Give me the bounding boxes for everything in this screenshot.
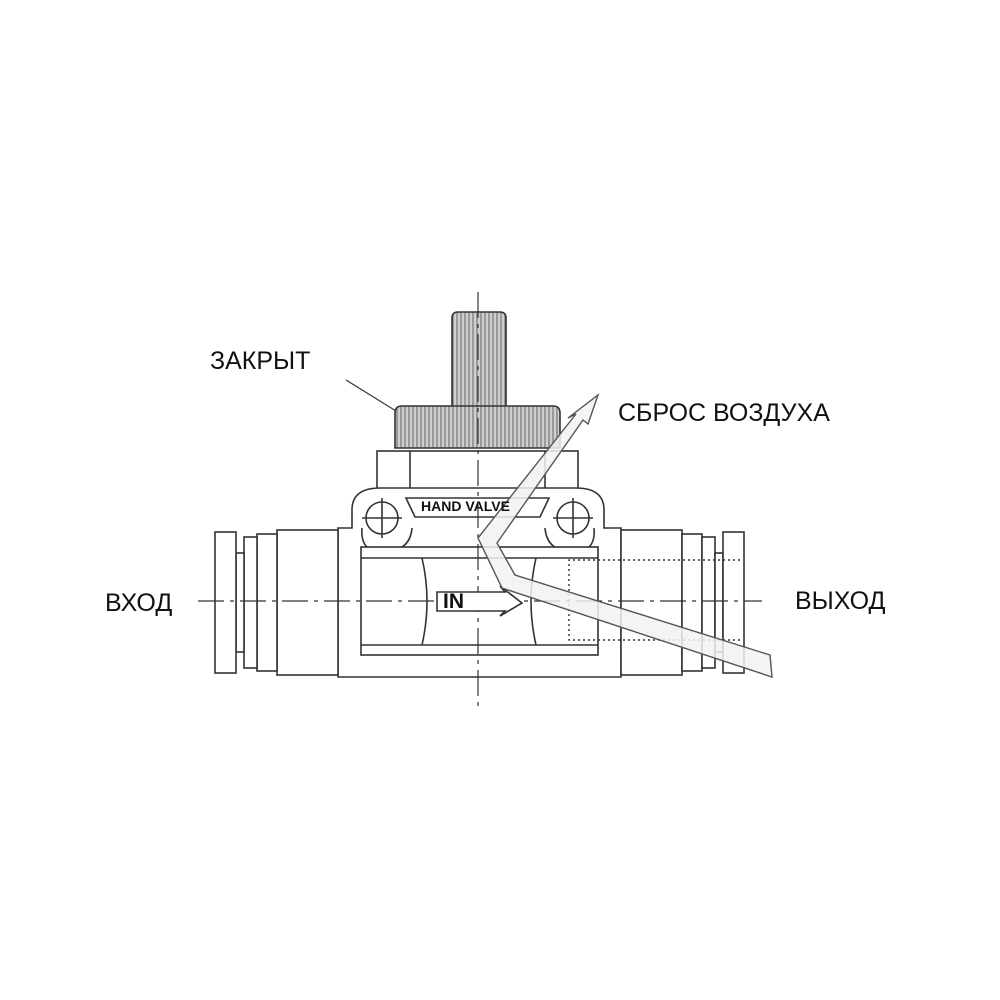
- exhaust-arrow: [477, 393, 773, 678]
- inlet-fitting: [214, 529, 339, 676]
- label-exhaust: СБРОС ВОЗДУХА: [618, 399, 830, 427]
- flow-direction-arrow: [436, 585, 524, 617]
- label-inlet: ВХОД: [105, 589, 173, 617]
- mounting-hole-left: [362, 498, 402, 538]
- mounting-hole-right: [553, 498, 593, 538]
- label-outlet: ВЫХОД: [795, 587, 886, 615]
- label-closed: ЗАКРЫТ: [210, 347, 311, 375]
- outlet-fitting: [620, 529, 745, 676]
- closed-leader-line: [345, 379, 397, 412]
- nameplate-text: HAND VALVE: [421, 498, 510, 514]
- flow-mark-text: IN: [443, 590, 464, 613]
- valve-stem: [451, 311, 507, 410]
